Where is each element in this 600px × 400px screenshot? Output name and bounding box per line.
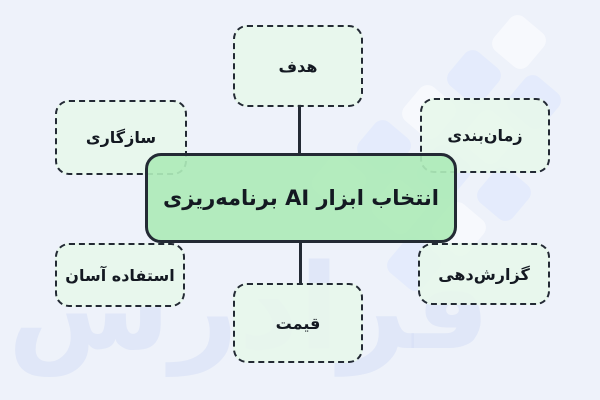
node-easy-use: استفاده آسان xyxy=(55,243,185,307)
connector-top-line xyxy=(298,104,301,155)
node-scheduling-label: زمان‌بندی xyxy=(447,126,523,145)
center-node: انتخاب ابزار AI برنامه‌ریزی xyxy=(145,153,457,243)
node-reporting-label: گزارش‌دهی xyxy=(438,264,530,284)
node-goal: هدف xyxy=(233,25,363,107)
watermark-tile xyxy=(488,11,550,73)
node-reporting: گزارش‌دهی xyxy=(418,243,550,305)
node-goal-label: هدف xyxy=(278,56,318,76)
node-price: قیمت xyxy=(233,283,363,363)
node-easy-use-label: استفاده آسان xyxy=(65,265,175,285)
connector-bottom-line xyxy=(299,243,302,284)
center-node-label: انتخاب ابزار AI برنامه‌ریزی xyxy=(163,186,439,210)
node-price-label: قیمت xyxy=(275,313,321,333)
node-compatibility-label: سازگاری xyxy=(85,128,157,147)
